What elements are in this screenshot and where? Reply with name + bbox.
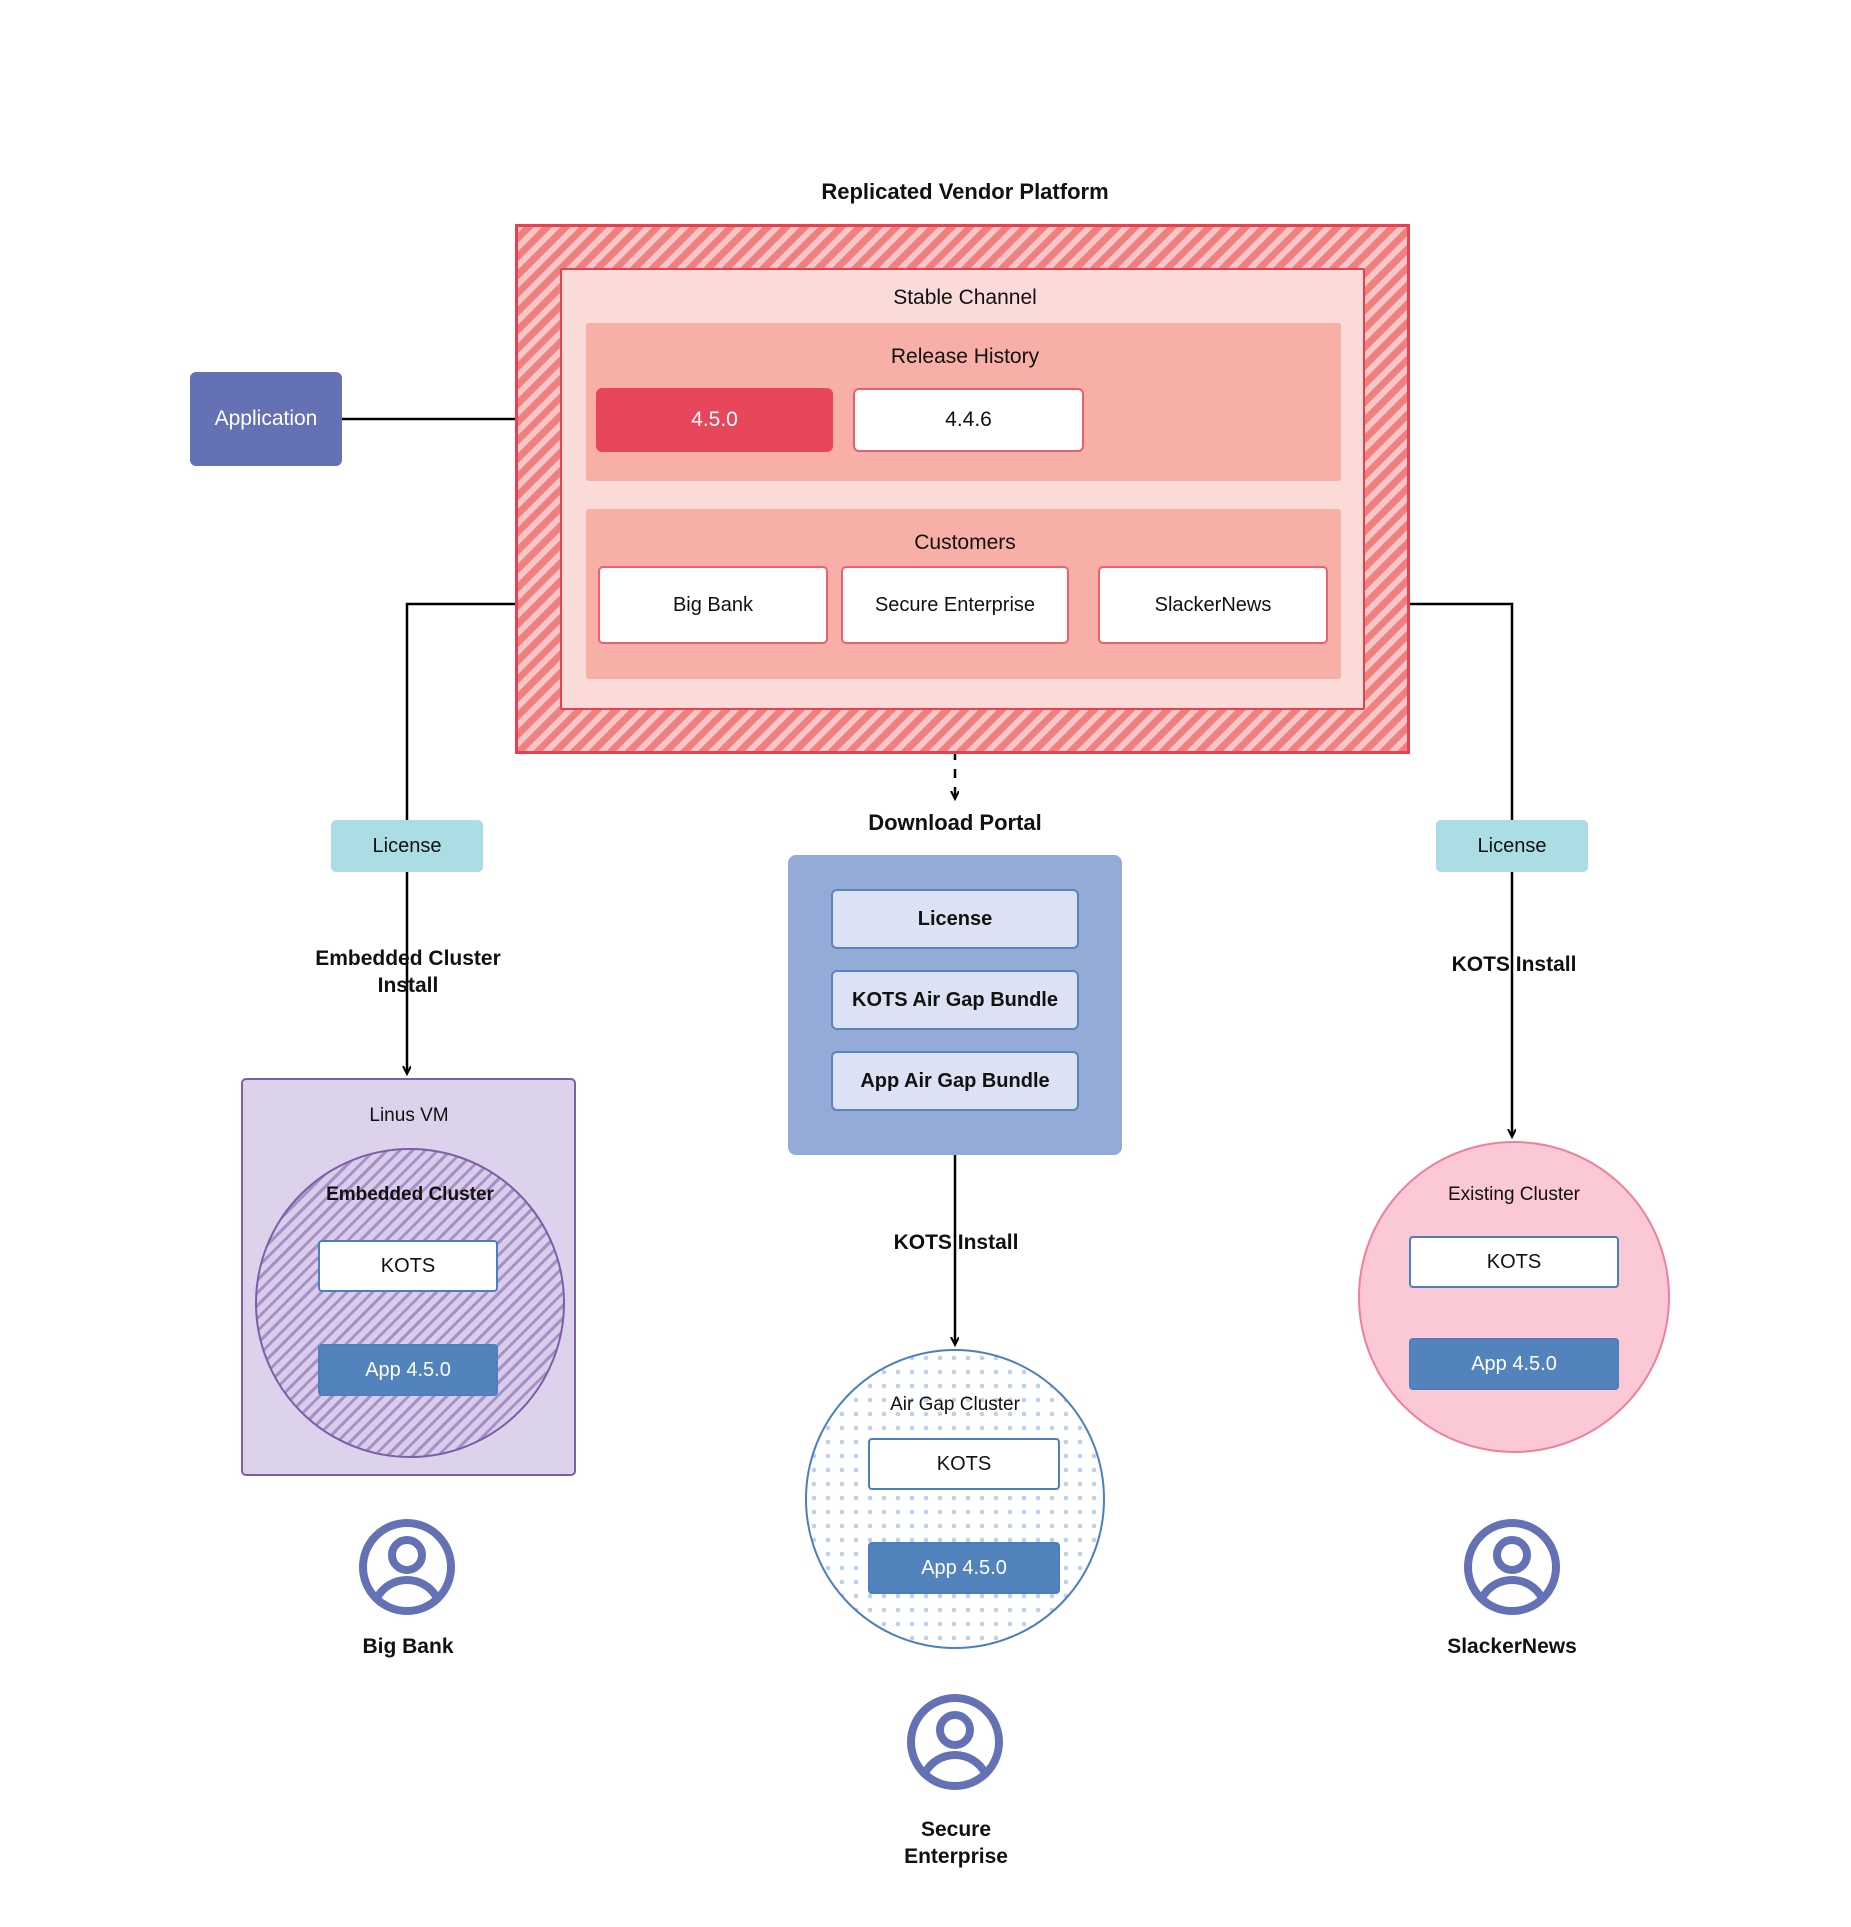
customer-chip-secure-enterprise[interactable]: Secure Enterprise xyxy=(841,566,1069,644)
customer-name-slackernews: SlackerNews xyxy=(1447,1635,1577,1659)
app-box-existing[interactable]: App 4.5.0 xyxy=(1409,1338,1619,1390)
release-history-label: Release History xyxy=(890,345,1040,369)
customers-label: Customers xyxy=(914,531,1016,555)
kots-box-airgap[interactable]: KOTS xyxy=(868,1438,1060,1490)
portal-item-app-air-gap-bundle[interactable]: App Air Gap Bundle xyxy=(831,1051,1079,1111)
application-box[interactable]: Application xyxy=(190,372,342,466)
existing-cluster-circle xyxy=(1358,1141,1670,1453)
air-gap-cluster-circle xyxy=(805,1349,1105,1649)
portal-item-license[interactable]: License xyxy=(831,889,1079,949)
embedded-cluster-circle xyxy=(255,1148,565,1458)
kots-install-label-right: KOTS Install xyxy=(1451,953,1577,977)
page-title: Replicated Vendor Platform xyxy=(821,178,1109,204)
license-chip-left[interactable]: License xyxy=(331,820,483,872)
portal-item-kots-air-gap-bundle[interactable]: KOTS Air Gap Bundle xyxy=(831,970,1079,1030)
release-chip-current[interactable]: 4.5.0 xyxy=(596,388,833,452)
embedded-cluster-install-label: Embedded Cluster Install xyxy=(315,946,501,997)
user-avatar-icon-secure-enterprise xyxy=(903,1690,1007,1794)
customer-name-big-bank: Big Bank xyxy=(362,1635,454,1659)
air-gap-cluster-label: Air Gap Cluster xyxy=(890,1393,1020,1415)
customer-chip-big-bank[interactable]: Big Bank xyxy=(598,566,828,644)
linux-vm-label: Linus VM xyxy=(369,1104,449,1126)
kots-install-label-center: KOTS Install xyxy=(893,1231,1019,1255)
user-avatar-icon-slackernews xyxy=(1460,1515,1564,1619)
stable-channel-label: Stable Channel xyxy=(893,286,1037,310)
customer-chip-slackernews[interactable]: SlackerNews xyxy=(1098,566,1328,644)
license-chip-right[interactable]: License xyxy=(1436,820,1588,872)
existing-cluster-label: Existing Cluster xyxy=(1448,1183,1580,1205)
customer-name-secure-enterprise: Secure Enterprise xyxy=(904,1817,1008,1868)
release-chip-previous[interactable]: 4.4.6 xyxy=(853,388,1084,452)
kots-box-existing[interactable]: KOTS xyxy=(1409,1236,1619,1288)
app-box-embedded[interactable]: App 4.5.0 xyxy=(318,1344,498,1396)
app-box-airgap[interactable]: App 4.5.0 xyxy=(868,1542,1060,1594)
embedded-cluster-label: Embedded Cluster xyxy=(326,1183,494,1205)
kots-box-embedded[interactable]: KOTS xyxy=(318,1240,498,1292)
download-portal-label: Download Portal xyxy=(868,809,1042,835)
user-avatar-icon-big-bank xyxy=(355,1515,459,1619)
